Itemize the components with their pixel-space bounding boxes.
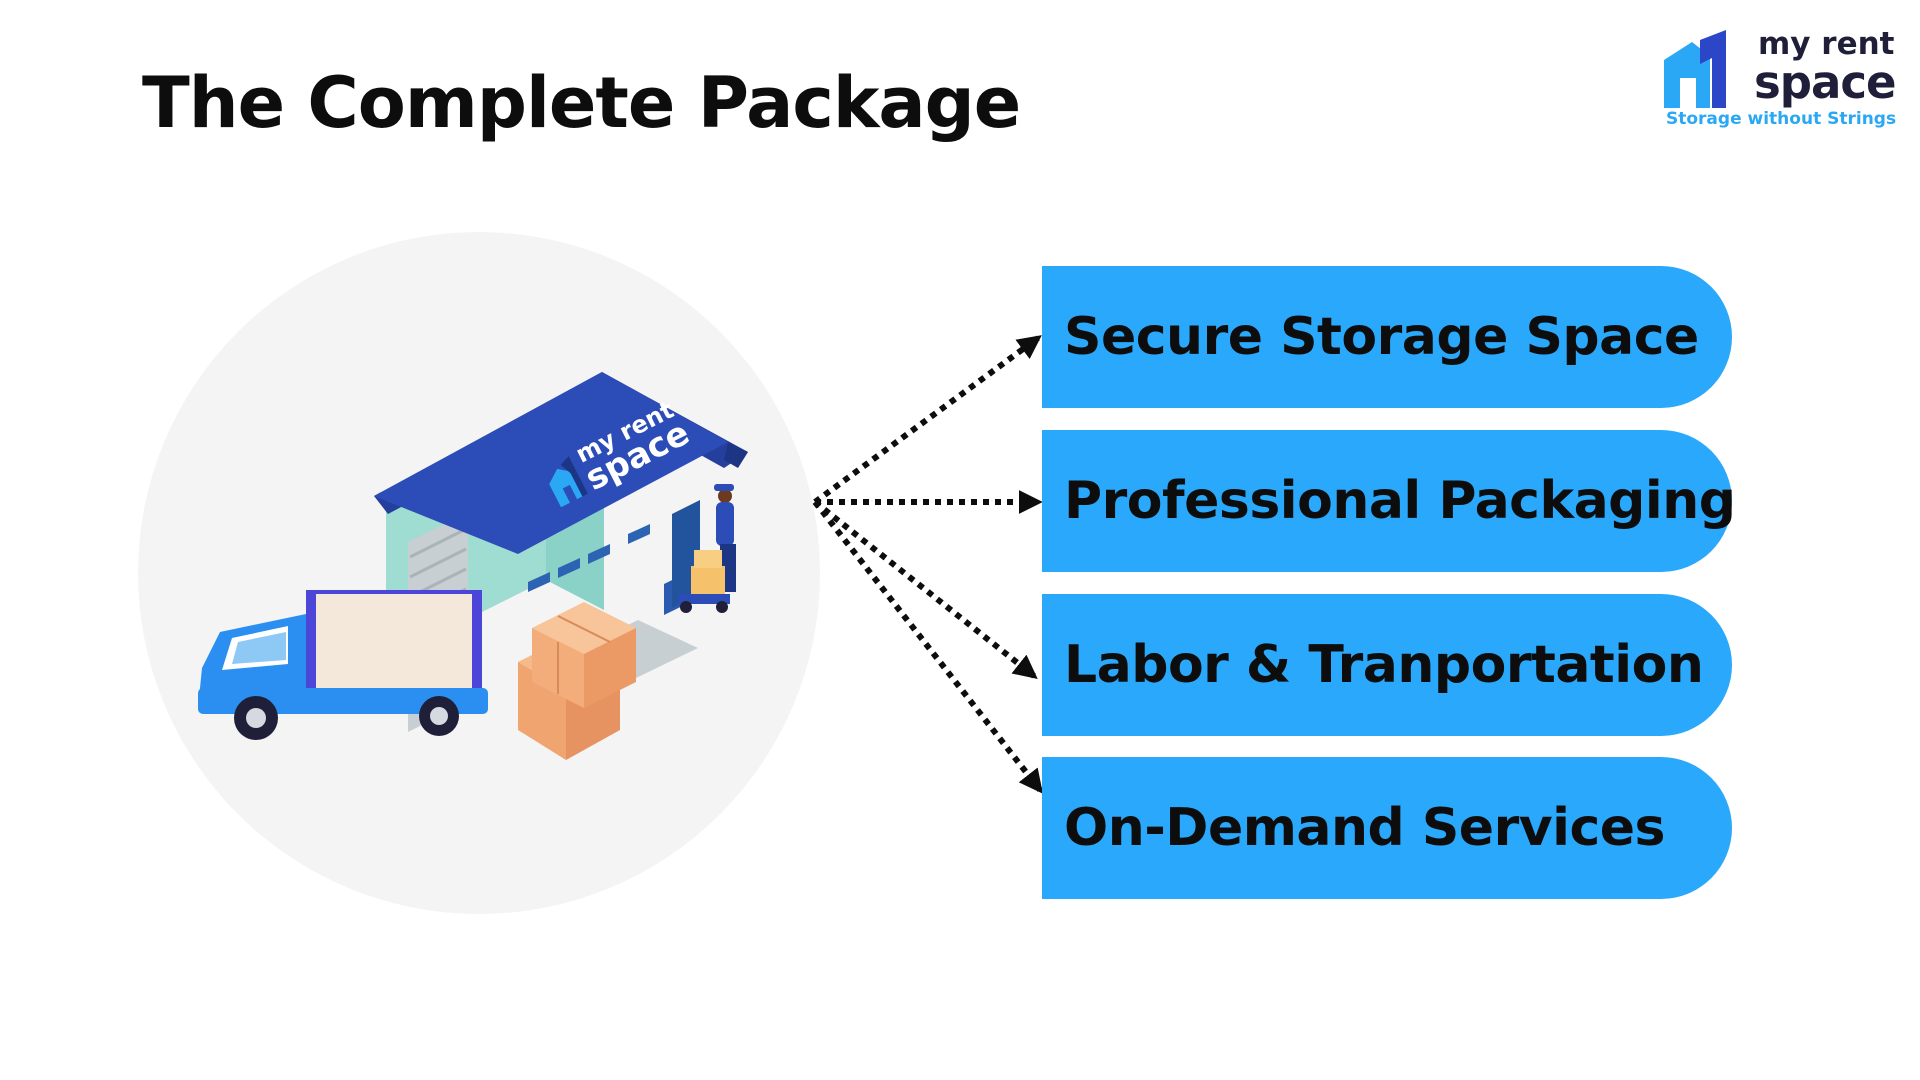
page-title: The Complete Package [142,62,1021,144]
worker-with-trolley-icon [678,484,736,613]
warehouse-icon [374,372,748,732]
brand-logo: my rent space Storage without Strings [1660,26,1900,136]
arrow-to-item-1 [813,335,1042,505]
service-item-label: Professional Packaging [1064,471,1736,531]
arrow-to-item-4 [812,500,1043,794]
service-item-secure-storage: Secure Storage Space [1042,266,1732,408]
logo-text-line1: my rent [1758,26,1895,62]
cardboard-boxes-icon [518,602,636,760]
logo-text-line2: space [1754,56,1897,109]
service-item-label: On-Demand Services [1064,798,1665,858]
service-item-labor-transportation: Labor & Tranportation [1042,594,1732,736]
service-item-label: Secure Storage Space [1064,307,1699,367]
logo-tagline: Storage without Strings [1666,109,1897,129]
house-logo-icon [1664,30,1726,108]
service-item-on-demand: On-Demand Services [1042,757,1732,899]
storage-illustration: my rent space [138,232,820,914]
service-item-professional-packaging: Professional Packaging [1042,430,1736,572]
service-item-label: Labor & Tranportation [1064,635,1704,695]
arrow-to-item-3 [813,499,1038,679]
delivery-truck-icon [198,590,488,740]
